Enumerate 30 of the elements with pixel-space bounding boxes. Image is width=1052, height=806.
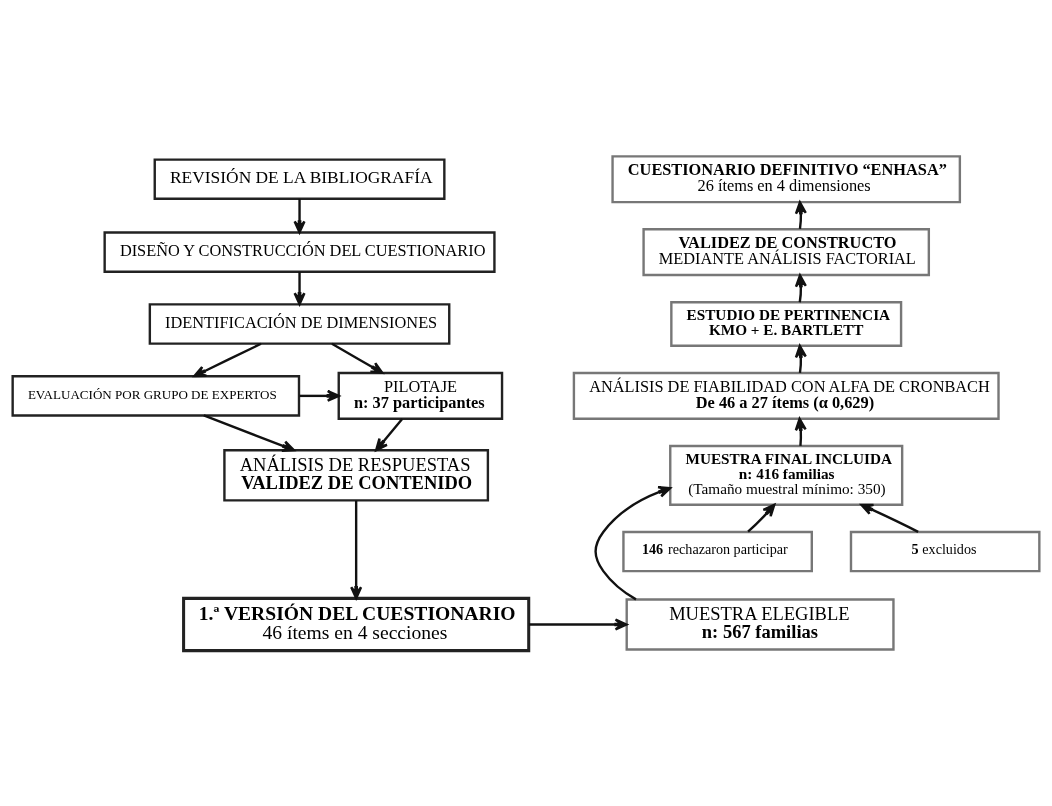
node-box: PILOTAJE n: 37 participantes xyxy=(337,371,504,420)
arrow xyxy=(528,617,628,631)
arrow xyxy=(203,413,295,452)
node-box: CUESTIONARIO DEFINITIVO “ENHASA” 26 ítems en 4 dimensiones xyxy=(611,154,962,203)
node-box: 1.ª VERSIÓN DEL CUESTIONARIO 46 ítems en 4 secciones xyxy=(182,596,531,652)
arrow xyxy=(375,417,404,451)
node-box: ANÁLISIS DE RESPUESTAS VALIDEZ DE CONTENIDO xyxy=(223,448,490,502)
arrow xyxy=(299,389,340,402)
arrow xyxy=(794,417,807,446)
node-box: EVALUACIÓN POR GRUPO DE EXPERTOS xyxy=(11,374,301,417)
arrow xyxy=(331,342,384,374)
arrow xyxy=(350,500,363,599)
node-box: REVISIÓN DE LA BIBLIOGRAFÍA xyxy=(153,157,446,200)
node-box: ANÁLISIS DE FIABILIDAD CON ALFA DE CRONBACH De 46 a 27 ítems (α 0,629) xyxy=(572,371,1000,420)
node-box: 5 excluidos xyxy=(849,530,1041,572)
node-box: ESTUDIO DE PERTINENCIA KMO + E. BARTLETT xyxy=(670,300,903,347)
node-box: 146 rechazaron participar xyxy=(622,530,813,572)
node-box: MUESTRA FINAL INCLUIDA n: 416 familias (Tamaño muestral mínimo: 350) xyxy=(669,444,904,506)
arrow xyxy=(794,273,807,302)
arrow xyxy=(293,271,306,305)
node-box: MUESTRA ELEGIBLE n: 567 familias xyxy=(625,597,895,651)
node-box: IDENTIFICACIÓN DE DIMENSIONES xyxy=(148,302,451,345)
node-box: DISEÑO Y CONSTRUCCIÓN DEL CUESTIONARIO xyxy=(103,230,496,273)
node-box: VALIDEZ DE CONSTRUCTO MEDIANTE ANÁLISIS FACTORIAL xyxy=(642,227,931,276)
arrow xyxy=(193,342,262,377)
arrow xyxy=(860,503,919,533)
arrow xyxy=(594,485,672,600)
arrow xyxy=(293,198,306,234)
arrow xyxy=(794,200,807,229)
arrow xyxy=(747,503,776,533)
